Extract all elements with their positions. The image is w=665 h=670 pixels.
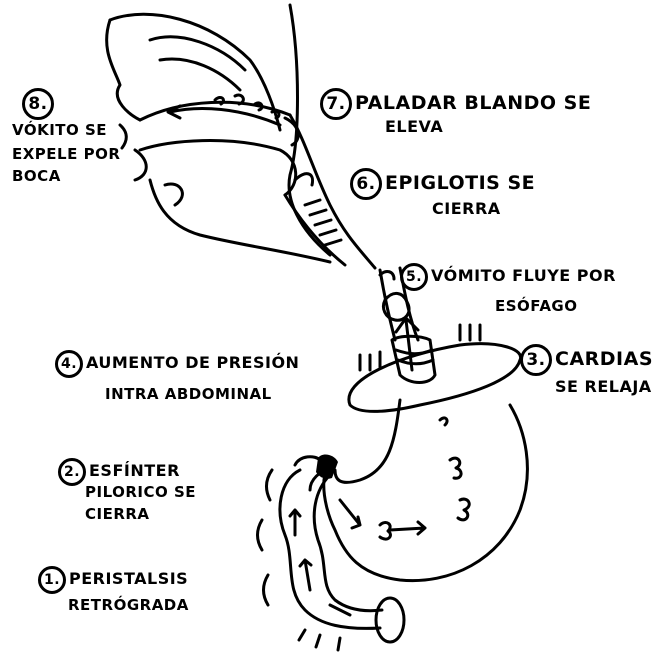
step6-number: 6.: [350, 168, 382, 200]
step7-line2: eleva: [385, 118, 443, 136]
lower-lip: [135, 150, 146, 180]
mouth-arrow: [168, 106, 280, 125]
flow-arrow-3: [290, 510, 300, 535]
step3-number: 3.: [520, 344, 552, 376]
step3-line1: Cardias: [555, 348, 653, 370]
step5-label: 5.Vómito fluye por: [400, 263, 616, 291]
trachea-rings: [305, 200, 341, 245]
step6-line1: Epiglotis se: [385, 172, 535, 194]
stomach: [324, 400, 528, 581]
step2-number: 2.: [58, 458, 86, 486]
step2-line1: Esfínter: [89, 461, 180, 480]
step7-label: 7.Paladar blando se: [320, 88, 591, 120]
upper-lip: [120, 125, 126, 148]
head-outline: [289, 5, 330, 255]
step7-number: 7.: [320, 88, 352, 120]
step8-line3: boca: [12, 168, 61, 185]
step8-label: 8.: [22, 88, 57, 120]
step1-number: 1.: [38, 566, 66, 594]
step5-line2: esófago: [495, 298, 578, 315]
step8-line1: Vókito se: [12, 122, 107, 139]
step2-label: 2.Esfínter: [58, 458, 180, 486]
step8-number: 8.: [22, 88, 54, 120]
step3-label: 3.Cardias: [520, 344, 653, 376]
chin: [165, 184, 182, 205]
step1-label: 1.Peristalsis: [38, 566, 188, 594]
step2-line3: cierra: [85, 506, 150, 523]
step4-number: 4.: [55, 350, 83, 378]
step6-line2: cierra: [432, 200, 501, 218]
step7-line1: Paladar blando se: [355, 92, 591, 114]
step5-number: 5.: [400, 263, 428, 291]
step1-line1: Peristalsis: [69, 569, 188, 588]
step4-line1: Aumento de presión: [86, 353, 299, 372]
intestine-end: [376, 598, 404, 642]
epiglottis: [295, 174, 313, 185]
flow-arrow-1: [340, 500, 360, 528]
step5-line1: Vómito fluye por: [431, 266, 616, 285]
flow-arrow-2: [390, 522, 425, 534]
step3-line2: se relaja: [555, 378, 652, 396]
hard-palate: [140, 102, 290, 120]
tongue: [140, 141, 296, 195]
face-profile: [107, 20, 140, 120]
nasal-cavity: [110, 14, 280, 130]
step4-label: 4.Aumento de presión: [55, 350, 299, 378]
step6-label: 6.Epiglotis se: [350, 168, 535, 200]
flow-arrow-4: [300, 560, 311, 590]
step8-line2: expele por: [12, 146, 120, 163]
step2-line2: pilorico se: [85, 484, 196, 501]
step1-line2: retrógrada: [68, 597, 189, 614]
step4-line2: intra abdominal: [105, 386, 272, 403]
